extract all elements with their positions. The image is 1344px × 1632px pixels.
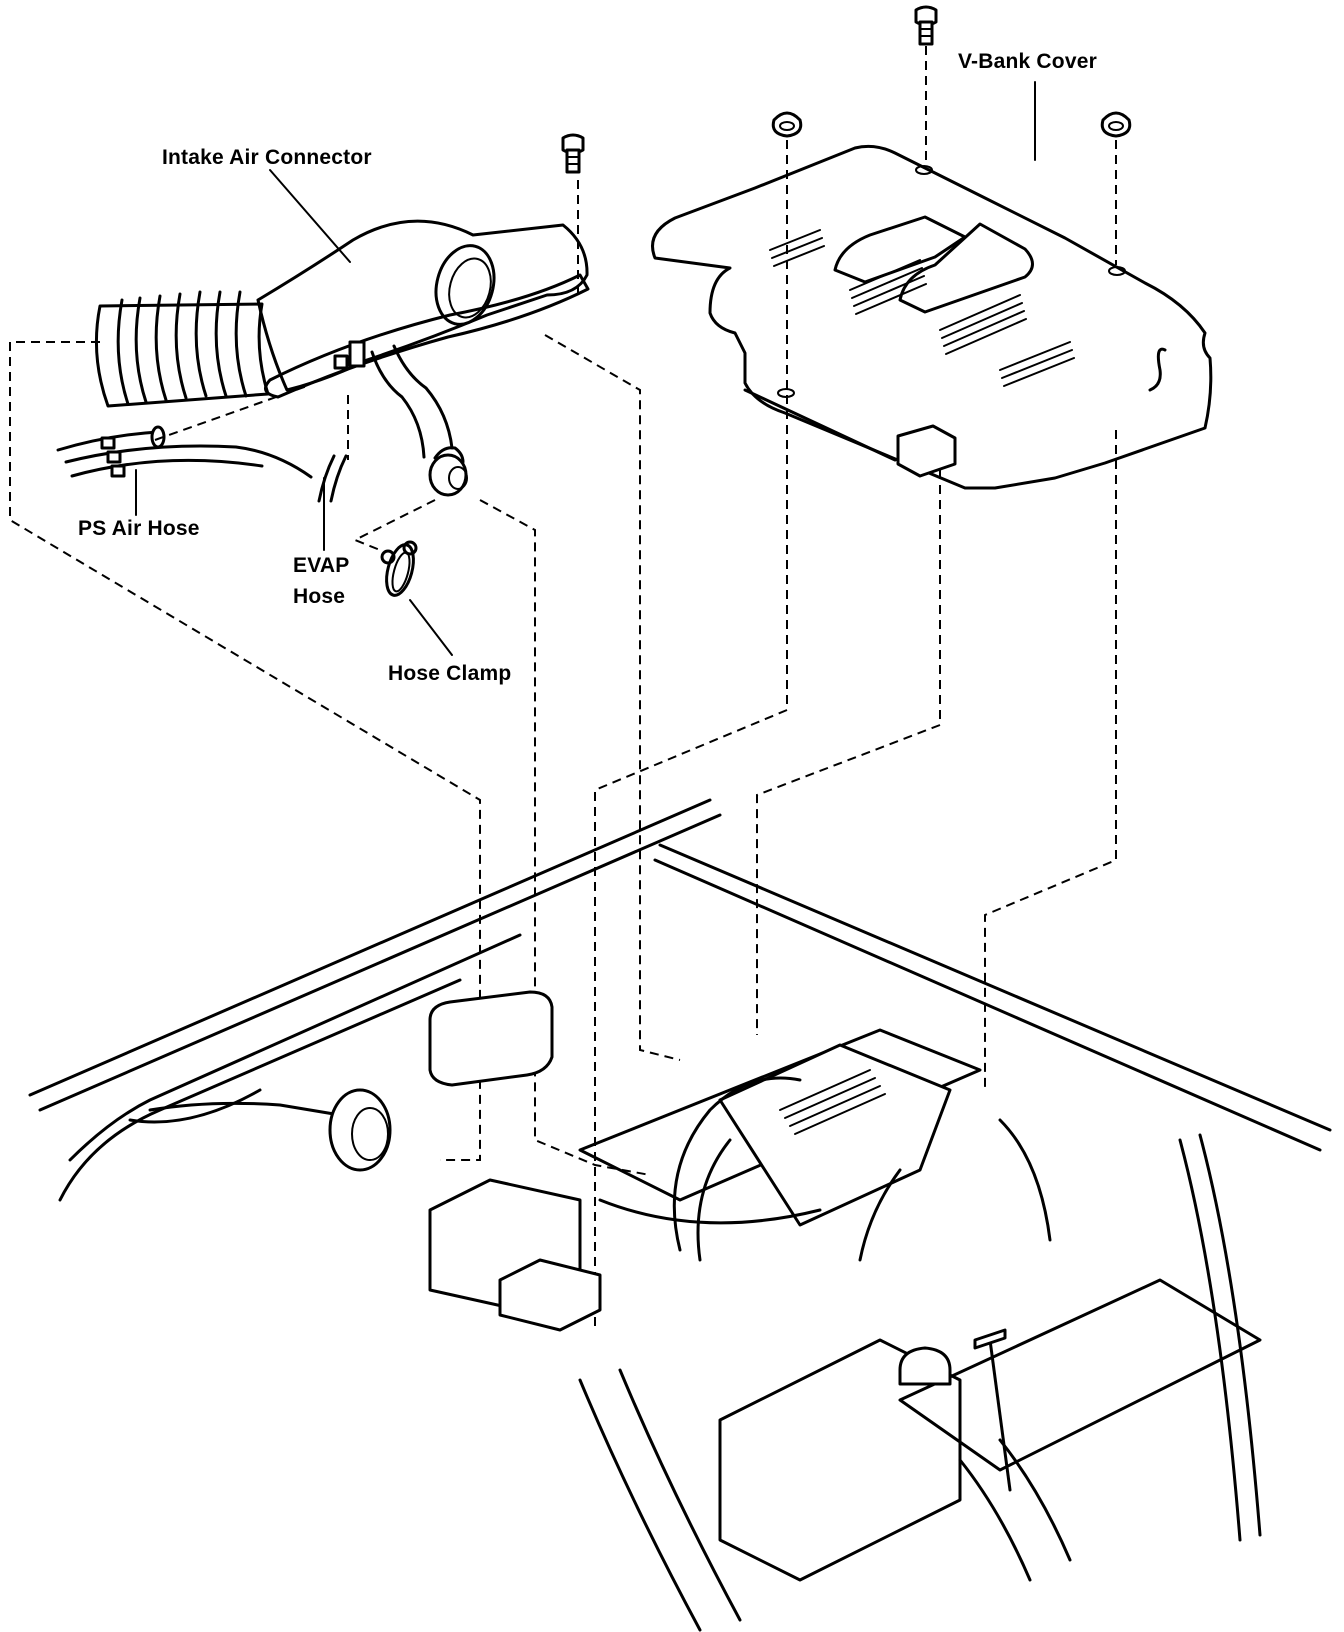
cover-vents bbox=[769, 229, 1075, 387]
nut-cover-right bbox=[1100, 111, 1132, 138]
label-evap-hose-line2: Hose bbox=[293, 585, 345, 608]
leader-intake-air-connector bbox=[269, 169, 351, 263]
evap-hose bbox=[317, 454, 348, 503]
bolt-intake bbox=[561, 133, 585, 174]
nut-cover-left bbox=[771, 111, 803, 138]
intake-air-connector bbox=[94, 219, 590, 497]
leader-hose-clamp bbox=[409, 599, 453, 656]
label-hose-clamp: Hose Clamp bbox=[388, 662, 511, 685]
label-ps-air-hose: PS Air Hose bbox=[78, 517, 200, 540]
leader-lines bbox=[135, 81, 1036, 656]
v-bank-cover bbox=[651, 144, 1213, 490]
hose-clamp bbox=[380, 540, 418, 597]
label-intake-air-connector: Intake Air Connector bbox=[162, 146, 372, 169]
ps-air-hose bbox=[56, 425, 313, 479]
label-evap-hose-line1: EVAP bbox=[293, 554, 349, 577]
bolt-cover-top bbox=[914, 5, 938, 46]
label-v-bank-cover: V-Bank Cover bbox=[958, 50, 1097, 73]
engine-compartment bbox=[28, 798, 1332, 1632]
engine-vents bbox=[779, 1069, 886, 1135]
